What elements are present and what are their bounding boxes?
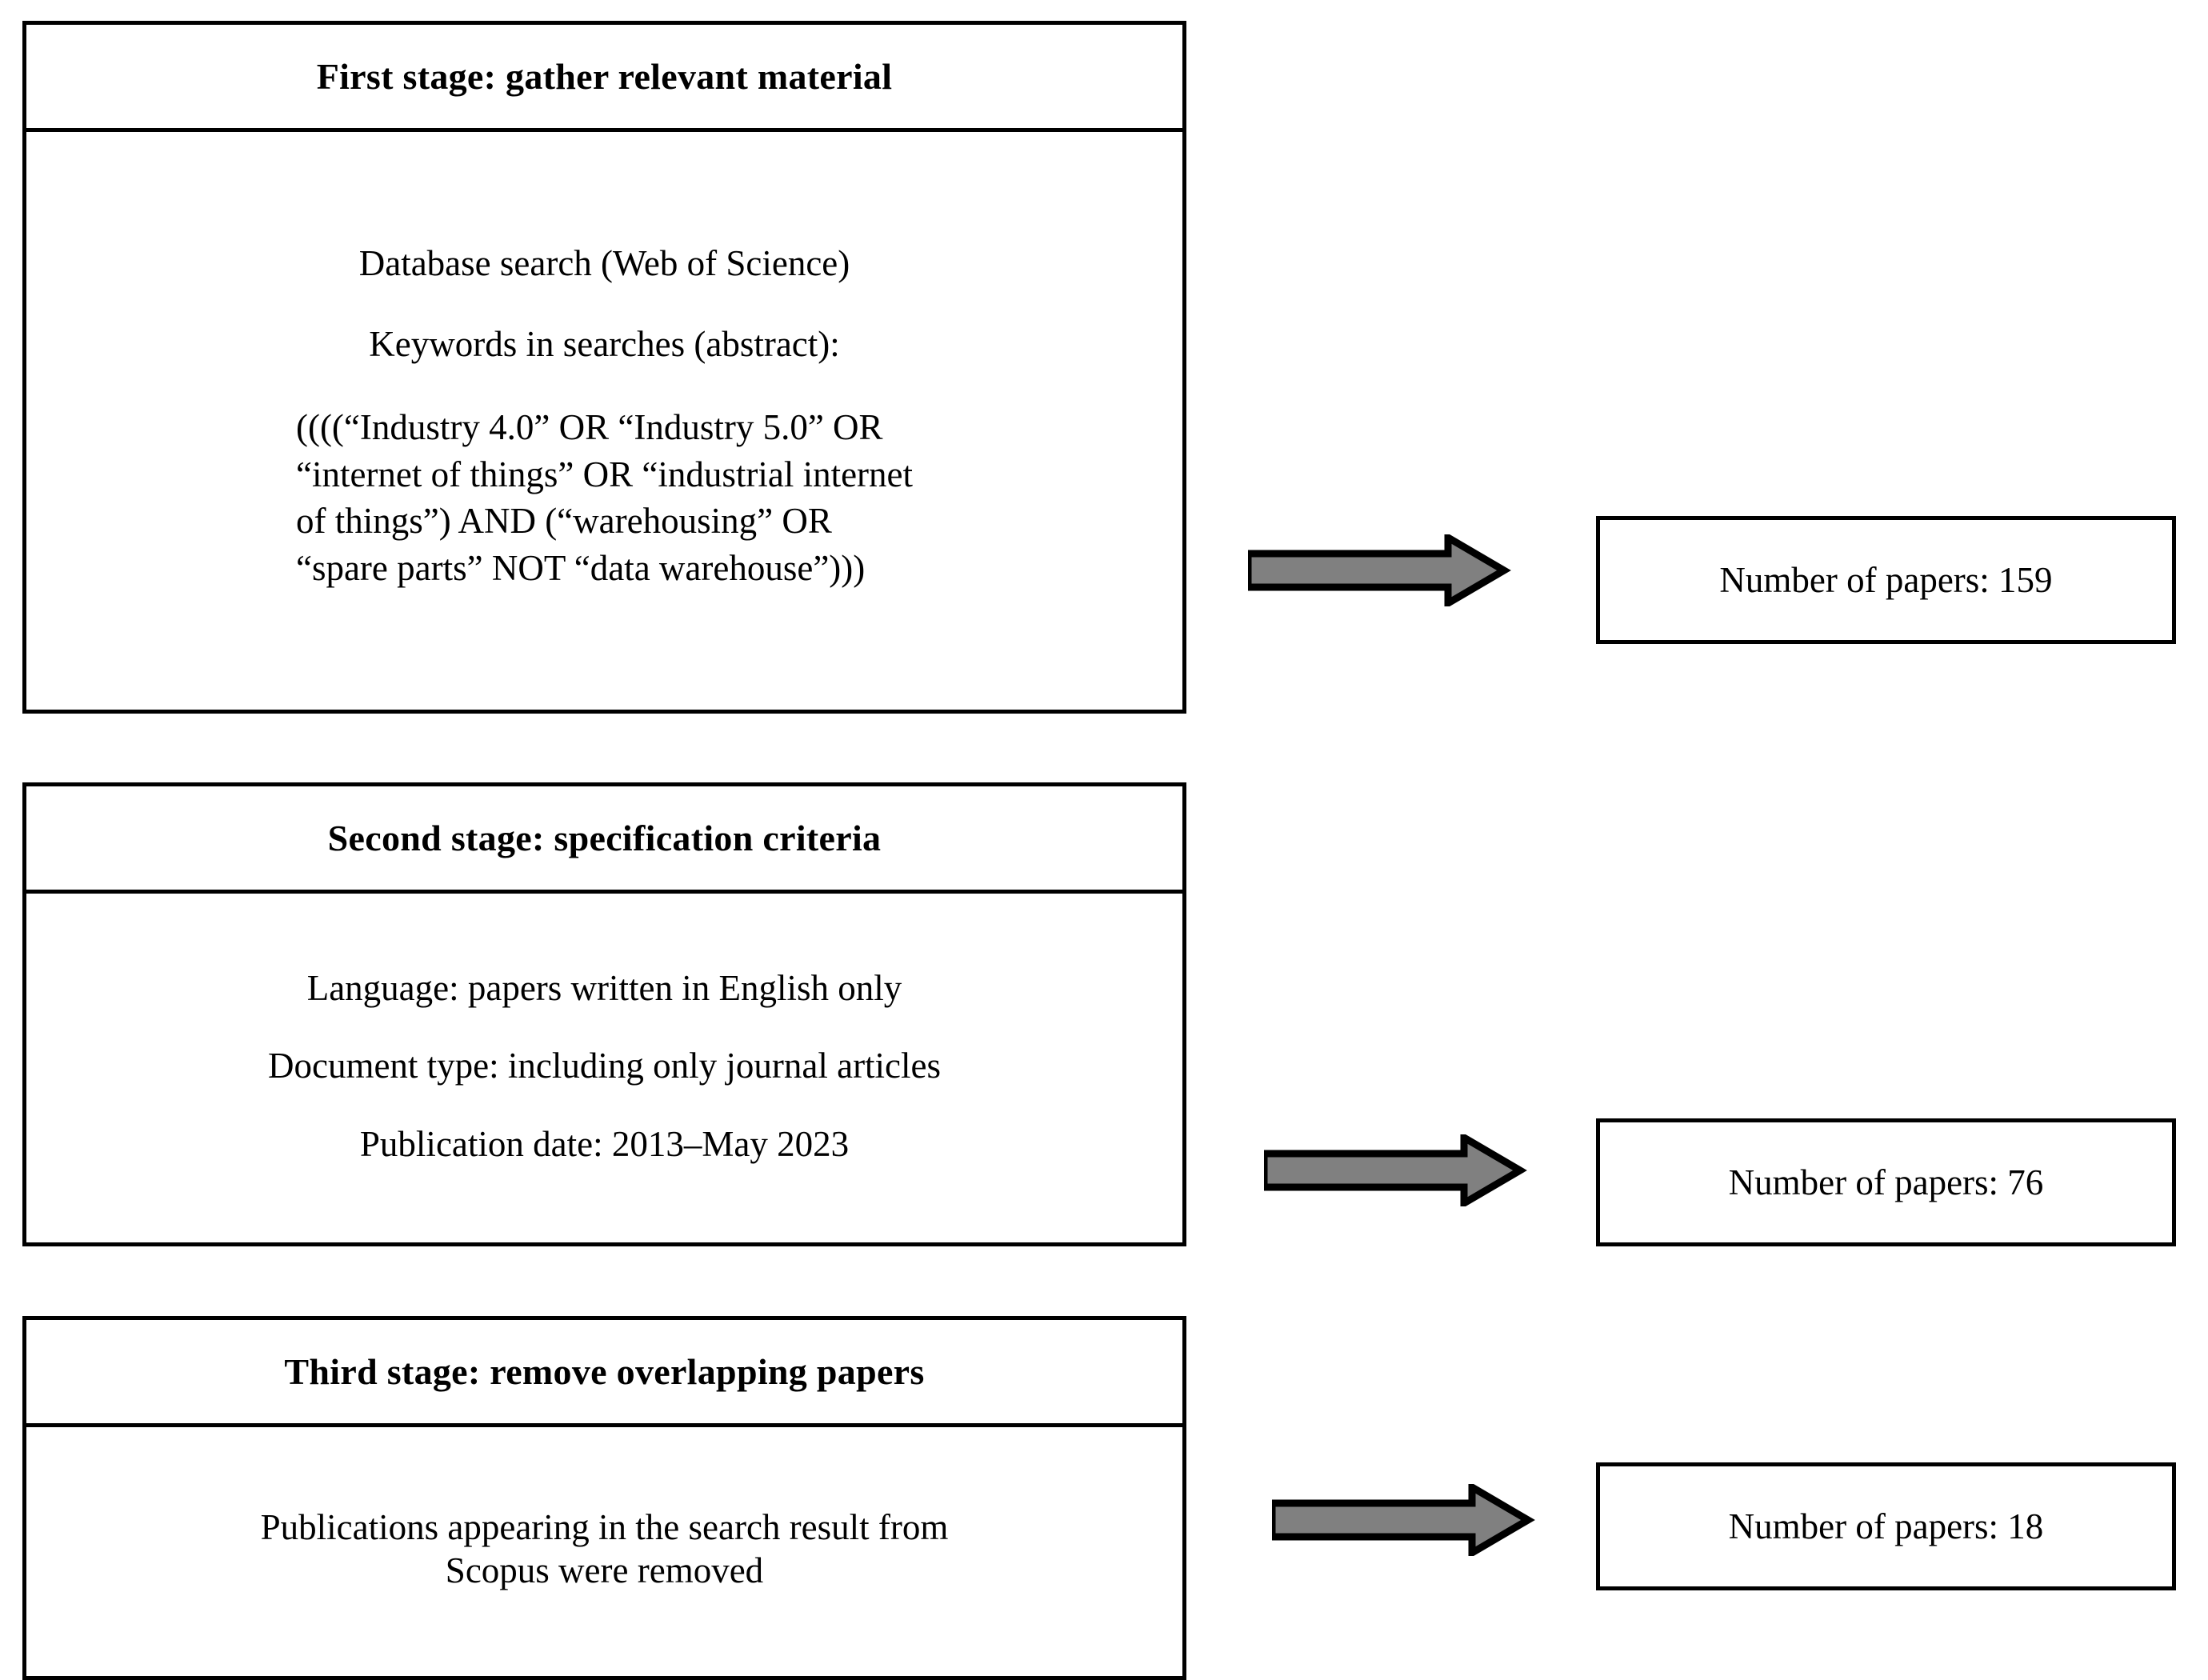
stage-header-label-third: Third stage: remove overlapping papers bbox=[284, 1351, 925, 1392]
stage-header-label-first: First stage: gather relevant material bbox=[316, 56, 893, 97]
result-label-third: Number of papers: 18 bbox=[1728, 1506, 2044, 1546]
stage-header-label-second: Second stage: specification criteria bbox=[327, 818, 882, 858]
stage-box-second: Second stage: specification criteria Lan… bbox=[22, 782, 1186, 1246]
stage-body-line: Publication date: 2013–May 2023 bbox=[359, 1123, 850, 1164]
arrow-third-stage bbox=[1272, 1484, 1535, 1556]
stage-body-line: Publications appearing in the search res… bbox=[260, 1507, 949, 1548]
query-line: of things”) AND (“warehousing” OR bbox=[295, 501, 832, 542]
query-line: “spare parts” NOT “data warehouse”))) bbox=[295, 547, 866, 588]
query-line: “internet of things” OR “industrial inte… bbox=[295, 454, 914, 494]
result-label-first: Number of papers: 159 bbox=[1719, 560, 2053, 600]
stage-body-line: Document type: including only journal ar… bbox=[267, 1046, 942, 1086]
stage-body-third: Publications appearing in the search res… bbox=[26, 1427, 1182, 1676]
search-query-block: ((((“Industry 4.0” OR “Industry 5.0” OR … bbox=[296, 404, 913, 591]
result-box-third: Number of papers: 18 bbox=[1596, 1462, 2176, 1590]
stage-header-third: Third stage: remove overlapping papers bbox=[26, 1320, 1182, 1427]
stage-body-line: Database search (Web of Science) bbox=[358, 242, 850, 283]
arrow-second-stage bbox=[1264, 1134, 1527, 1206]
result-box-second: Number of papers: 76 bbox=[1596, 1118, 2176, 1246]
stage-body-line: Language: papers written in English only bbox=[306, 968, 902, 1009]
query-line: ((((“Industry 4.0” OR “Industry 5.0” OR bbox=[295, 407, 883, 448]
stage-body-line: Scopus were removed bbox=[445, 1550, 764, 1590]
result-label-second: Number of papers: 76 bbox=[1728, 1162, 2044, 1202]
stage-body-line: Keywords in searches (abstract): bbox=[369, 324, 840, 364]
stage-header-first: First stage: gather relevant material bbox=[26, 25, 1182, 132]
stage-header-second: Second stage: specification criteria bbox=[26, 786, 1182, 894]
stage-body-first: Database search (Web of Science) Keyword… bbox=[26, 132, 1182, 710]
stage-body-second: Language: papers written in English only… bbox=[26, 894, 1182, 1242]
stage-box-third: Third stage: remove overlapping papers P… bbox=[22, 1316, 1186, 1680]
stage-box-first: First stage: gather relevant material Da… bbox=[22, 21, 1186, 714]
arrow-first-stage bbox=[1248, 534, 1511, 606]
result-box-first: Number of papers: 159 bbox=[1596, 516, 2176, 644]
